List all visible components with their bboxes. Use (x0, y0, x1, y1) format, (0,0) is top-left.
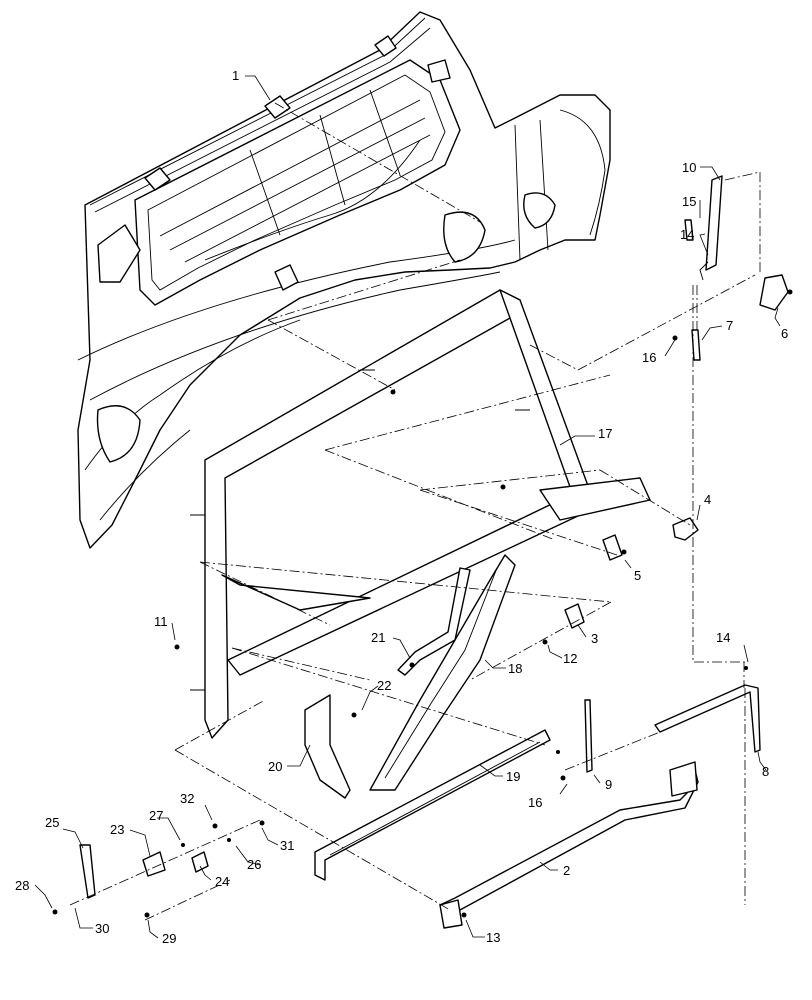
bracket-part-4 (672, 517, 699, 541)
rod-part-10 (699, 175, 723, 281)
callout-14-lower: 14 (716, 630, 730, 645)
latch-part-6 (759, 274, 789, 311)
callout-29: 29 (162, 931, 176, 946)
callout-24: 24 (215, 874, 229, 889)
callout-31: 31 (280, 838, 294, 853)
callout-19: 19 (506, 769, 520, 784)
callout-27: 27 (149, 808, 163, 823)
callout-2: 2 (563, 863, 570, 878)
spring-part-15 (684, 219, 694, 241)
callout-26: 26 (247, 857, 261, 872)
trim-part-18 (369, 554, 516, 791)
callout-12: 12 (563, 651, 577, 666)
hardware-fasteners (52, 289, 793, 918)
spring-part-7 (691, 329, 701, 361)
callout-23: 23 (110, 822, 124, 837)
callout-28: 28 (15, 878, 29, 893)
callout-11: 11 (154, 614, 168, 629)
callout-32: 32 (180, 791, 194, 806)
seal-part-21 (397, 567, 471, 676)
callout-5: 5 (634, 568, 641, 583)
bracket-part-5 (602, 534, 623, 561)
rear-panel-part-1 (77, 11, 611, 549)
latch-part-3 (564, 603, 585, 629)
leader-lines (34, 75, 781, 939)
callout-18: 18 (508, 661, 522, 676)
callout-21: 21 (371, 630, 385, 645)
strip-part-19 (314, 729, 551, 881)
callout-10: 10 (682, 160, 696, 175)
frame-part-17 (190, 289, 651, 739)
callout-15: 15 (682, 194, 696, 209)
callout-4: 4 (704, 492, 711, 507)
callout-6: 6 (781, 326, 788, 341)
callout-labels: 1 2 3 4 5 6 7 8 9 10 11 12 13 14 14 15 1… (15, 68, 788, 946)
reference-lines (69, 102, 761, 921)
rod-part-2 (439, 761, 699, 929)
callout-8: 8 (762, 764, 769, 779)
callout-30: 30 (95, 921, 109, 936)
bracket-part-20 (304, 694, 351, 799)
callout-9: 9 (605, 777, 612, 792)
callout-7: 7 (726, 318, 733, 333)
callout-17: 17 (598, 426, 612, 441)
callout-16-lower: 16 (528, 795, 542, 810)
callout-13: 13 (486, 930, 500, 945)
callout-3: 3 (591, 631, 598, 646)
callout-22: 22 (377, 678, 391, 693)
callout-1: 1 (232, 68, 239, 83)
callout-25: 25 (45, 815, 59, 830)
callout-16-upper: 16 (642, 350, 656, 365)
spring-part-9 (584, 699, 593, 773)
callout-14-upper: 14 (680, 227, 694, 242)
rod-part-8 (654, 684, 761, 753)
callout-20: 20 (268, 759, 282, 774)
